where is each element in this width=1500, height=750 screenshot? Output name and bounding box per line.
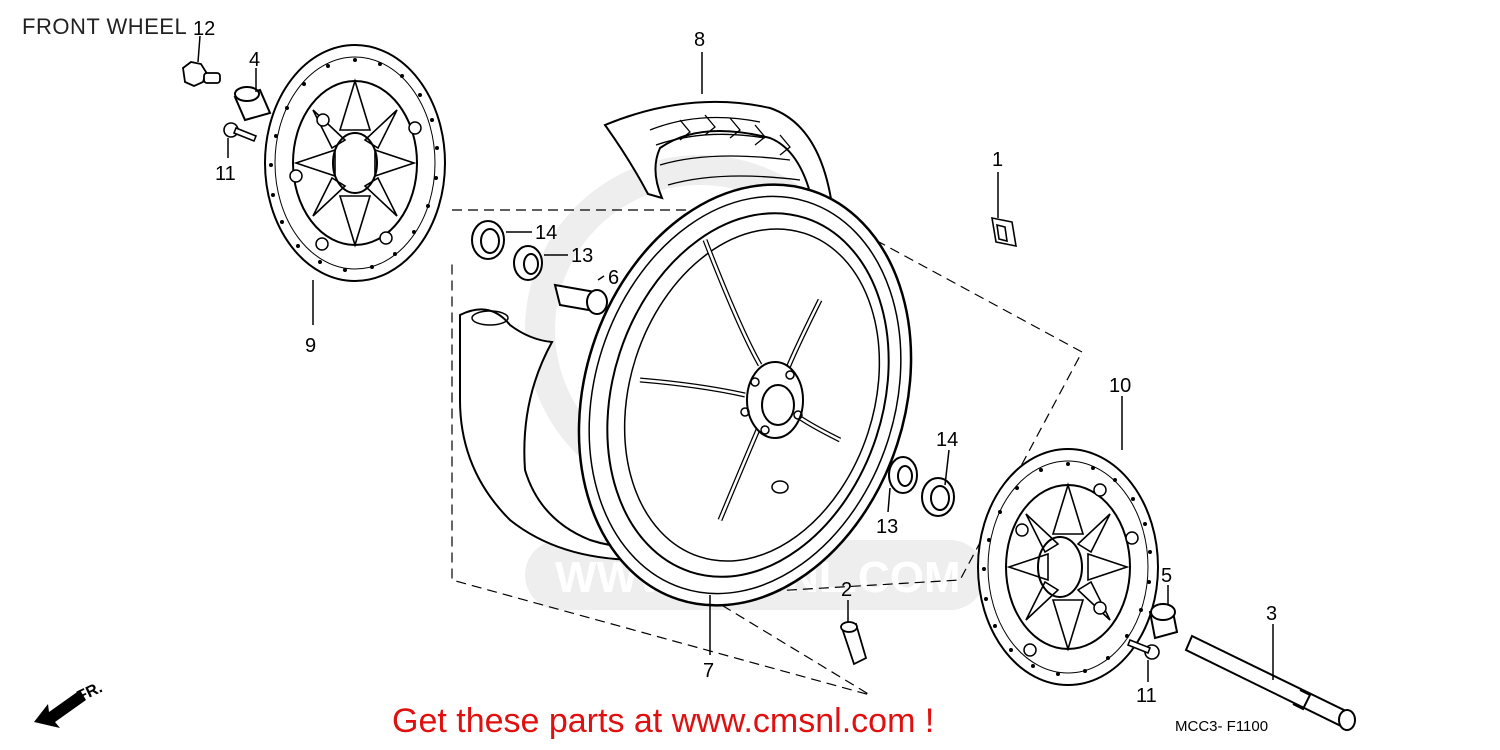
spacer-6 [553, 283, 608, 315]
direction-label: FR. [75, 679, 106, 705]
front-direction-arrow-icon: FR. [34, 679, 105, 728]
wheel-rim [577, 183, 913, 607]
callout-5: 5 [1161, 565, 1172, 587]
bearing-14-right [921, 477, 955, 517]
callout-10: 10 [1109, 375, 1131, 397]
callout-13-left: 13 [571, 245, 593, 267]
callout-3: 3 [1266, 603, 1277, 625]
callout-8: 8 [694, 29, 705, 51]
disc-right-holes [982, 462, 1152, 676]
brake-disc-left [264, 44, 446, 282]
callout-11-right: 11 [1136, 685, 1157, 707]
diagram-title: FRONT WHEEL [22, 14, 188, 39]
bolt-12 [182, 61, 221, 87]
callout-12: 12 [193, 18, 215, 40]
callouts: 12 4 11 9 8 1 14 13 6 10 14 13 5 3 11 2 … [193, 18, 1277, 707]
leader-lines [197, 35, 1274, 682]
callout-11-left: 11 [215, 163, 236, 185]
axle-3 [1184, 634, 1356, 731]
callout-14-right: 14 [936, 429, 958, 451]
rim-band [459, 308, 653, 562]
promo-text: Get these parts at www.cmsnl.com ! [392, 702, 935, 740]
callout-2: 2 [841, 579, 852, 601]
callout-7: 7 [703, 660, 714, 682]
bolt-11-left [223, 122, 258, 143]
callout-13-right: 13 [876, 516, 898, 538]
bearing-14-left [471, 220, 505, 260]
collar-5 [1148, 603, 1179, 640]
brake-disc-right [977, 448, 1159, 686]
diagram-code: MCC3- F1100 [1175, 718, 1269, 735]
tire-section [603, 100, 834, 207]
bearing-13-left [513, 245, 543, 281]
valve-clip-1 [991, 216, 1017, 248]
callout-14-left: 14 [535, 222, 557, 244]
callout-1: 1 [992, 149, 1003, 171]
callout-4: 4 [249, 49, 260, 71]
bolt-11-right [1126, 638, 1160, 660]
disc-left-holes [269, 58, 439, 272]
bearing-13-right [888, 456, 918, 494]
collar-4 [233, 86, 272, 122]
callout-6: 6 [608, 267, 619, 289]
valve-2 [840, 621, 868, 666]
callout-9: 9 [305, 335, 316, 357]
